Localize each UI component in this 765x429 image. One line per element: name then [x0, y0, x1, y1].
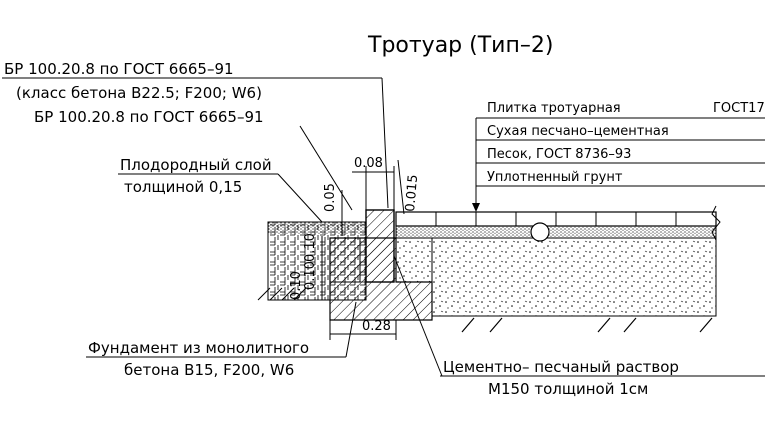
curb-label-line1: БР 100.20.8 по ГОСТ 6665–91	[4, 60, 234, 78]
dim-top: 0.08	[354, 156, 383, 171]
dim-left-vertical: 0.05	[323, 183, 338, 212]
layer-legend: Плитка тротуарная ГОСТ1760 Сухая песчано…	[472, 101, 765, 212]
curb-label-line3: БР 100.20.8 по ГОСТ 6665–91	[34, 108, 264, 126]
mortar-label-line2: М150 толщиной 1см	[488, 380, 648, 398]
layer-legend-item-2: Сухая песчано–цементная	[487, 124, 669, 139]
curb-leader-line-2	[299, 125, 353, 211]
fertile-layer-line1: Плодородный слой	[120, 156, 272, 174]
foundation-label-line1: Фундамент из монолитного	[88, 339, 309, 357]
foundation-label-line2: бетона В15, F200, W6	[124, 361, 294, 379]
fertile-layer-line2: толщиной 0,15	[124, 178, 242, 196]
mortar-label-line1: Цементно– песчаный раствор	[443, 358, 679, 376]
dim-bottom: 0.28	[362, 319, 391, 334]
dim-lower-3: 0.10	[289, 271, 304, 300]
layer-legend-item-4: Уплотненный грунт	[487, 170, 623, 185]
layer-legend-item-3: Песок, ГОСТ 8736–93	[487, 147, 631, 162]
foundation-leader	[345, 301, 357, 358]
mortar-leader	[393, 255, 443, 377]
section-geometry	[257, 205, 721, 333]
dim-slanted: 0.015	[403, 174, 421, 212]
dim-lower-2: 0.10	[303, 261, 318, 290]
layer-legend-item-1: Плитка тротуарная	[487, 101, 621, 116]
curb-leader-line	[381, 77, 389, 209]
dim-lower-1: 0.10	[303, 233, 318, 262]
layer-legend-overlap: ГОСТ1760	[713, 101, 765, 116]
fertile-layer-leader	[277, 173, 323, 223]
curb-label-line2: (класс бетона В22.5; F200; W6)	[16, 84, 262, 102]
drawing-title: Тротуар (Тип–2)	[367, 33, 553, 58]
dimension-lines: 0.08 0.05 0.015 0.10 0.10 0.10 0.28	[289, 156, 421, 340]
